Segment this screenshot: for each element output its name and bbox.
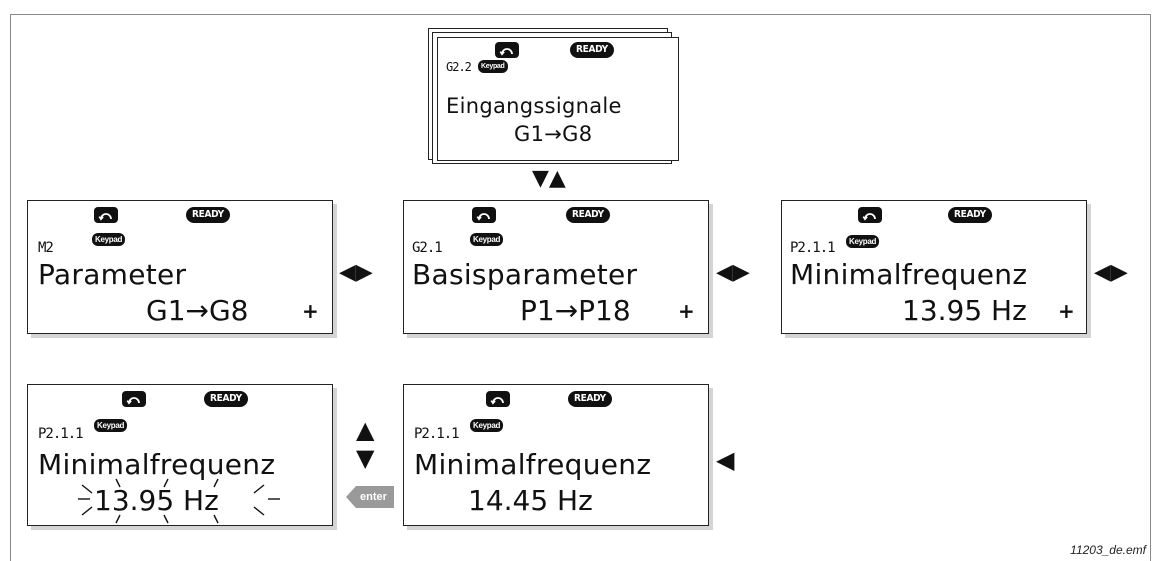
ready-badge: READY [570, 42, 614, 58]
expand-plus: + [678, 299, 695, 323]
expand-plus: + [1058, 299, 1075, 323]
screen-title: Minimalfrequenz [790, 258, 1028, 291]
enter-label: enter [360, 491, 387, 503]
lcd-screen-group-g22[interactable]: READY G2.2 Keypad Eingangssignale G1→G8 [437, 37, 679, 161]
screen-title: Parameter [38, 258, 187, 291]
enter-key-icon [346, 486, 394, 508]
screen-title: Eingangssignale [446, 94, 622, 118]
frame-right-line [1150, 14, 1151, 561]
left-right-arrows[interactable]: ◀▶ [716, 260, 750, 285]
screen-title: Minimalfrequenz [414, 448, 652, 481]
expand-plus: + [302, 299, 319, 323]
screen-value: 13.95 Hz [902, 294, 1027, 327]
figure-file-label: 11203_de.emf [1070, 543, 1146, 557]
up-arrow[interactable]: ▲ [356, 416, 375, 444]
ready-badge: READY [566, 207, 610, 223]
screen-code: M2 [38, 240, 54, 256]
left-arrow[interactable]: ◀ [716, 446, 735, 474]
ready-badge: READY [204, 391, 248, 407]
left-right-arrows[interactable]: ◀▶ [1094, 260, 1128, 285]
ready-badge: READY [948, 207, 992, 223]
frame-top-line [10, 14, 1150, 15]
run-rotation-icon [495, 42, 519, 58]
screen-range: P1→P18 [520, 294, 631, 327]
screen-title: Basisparameter [412, 258, 638, 291]
up-down-arrows[interactable]: ▼▲ [532, 166, 566, 191]
down-arrow[interactable]: ▼ [356, 444, 375, 472]
keypad-badge: Keypad [94, 419, 128, 432]
lcd-screen-edit-p211[interactable]: READY P2.1.1 Keypad Minimalfrequenz 13.9… [27, 384, 333, 526]
screen-code: G2.2 [446, 60, 472, 74]
blink-rays-icon [78, 478, 280, 524]
screen-range: G1→G8 [146, 294, 249, 327]
screen-code: G2.1 [412, 240, 443, 256]
screen-title: Minimalfrequenz [38, 448, 276, 481]
lcd-screen-menu-m2[interactable]: READY M2 Keypad Parameter G1→G8 + [27, 200, 333, 334]
screen-code: P2.1.1 [790, 240, 836, 256]
frame-left-line [10, 14, 11, 561]
keypad-badge: Keypad [470, 419, 504, 432]
run-rotation-icon [858, 207, 882, 223]
enter-button[interactable]: enter [346, 486, 394, 508]
keypad-badge: Keypad [846, 235, 880, 248]
screen-code: P2.1.1 [414, 426, 460, 442]
lcd-screen-param-p211[interactable]: READY P2.1.1 Keypad Minimalfrequenz 13.9… [781, 200, 1087, 334]
keypad-badge: Keypad [92, 233, 126, 246]
screen-code: P2.1.1 [38, 426, 84, 442]
run-rotation-icon [486, 391, 510, 407]
run-rotation-icon [122, 391, 146, 407]
lcd-screen-result-p211[interactable]: READY P2.1.1 Keypad Minimalfrequenz 14.4… [403, 384, 709, 526]
lcd-screen-group-g21[interactable]: READY G2.1 Keypad Basisparameter P1→P18 … [403, 200, 709, 334]
run-rotation-icon [94, 207, 118, 223]
ready-badge: READY [568, 391, 612, 407]
run-rotation-icon [472, 207, 496, 223]
ready-badge: READY [186, 207, 230, 223]
left-right-arrows[interactable]: ◀▶ [339, 260, 373, 285]
screen-range: G1→G8 [514, 122, 593, 146]
keypad-badge: Keypad [470, 233, 504, 246]
screen-value: 14.45 Hz [468, 484, 593, 517]
keypad-badge: Keypad [478, 60, 508, 73]
screen-value-blinking: 13.95 Hz [94, 484, 219, 517]
